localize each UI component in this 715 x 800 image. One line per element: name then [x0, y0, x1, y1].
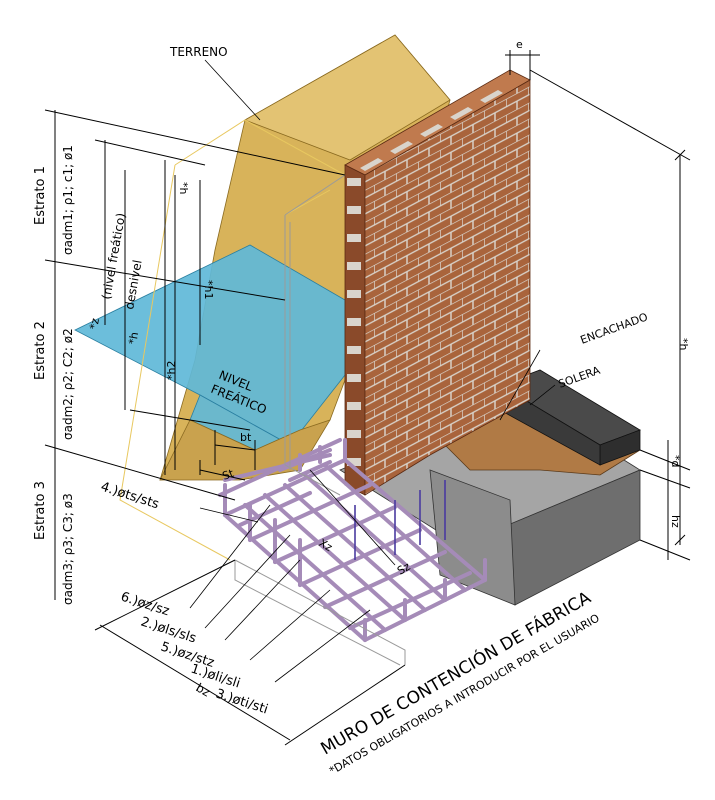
label-hz: hz — [669, 515, 682, 528]
label-h2: *h2 — [165, 361, 178, 380]
diagram-title: MURO DE CONTENCIÓN DE FÁBRICA — [317, 586, 595, 759]
label-params2: σadm2; ρ2; C2; ø2 — [61, 328, 75, 440]
label-r3: 3.)øti/sti — [214, 687, 270, 718]
label-r4: 4.)øts/sts — [99, 480, 161, 513]
label-estrato1: Estrato 1 — [33, 166, 48, 225]
terrain-top-face — [244, 34, 451, 161]
label-sz: Sz — [395, 560, 413, 578]
label-params3: σadm3; ρ3; C3; ø3 — [61, 493, 75, 605]
wall-top-bricks — [360, 90, 503, 171]
label-xz: Xz — [317, 536, 335, 554]
label-bz: bz — [194, 680, 213, 699]
leader-lines — [189, 59, 556, 683]
label-z: *z — [87, 317, 102, 331]
label-h-small: *h — [126, 331, 141, 346]
label-bt: bt — [240, 431, 252, 444]
label-estrato2: Estrato 2 — [33, 321, 48, 380]
wall-wireframe — [234, 174, 406, 666]
wireframe-outline — [119, 119, 346, 561]
label-terreno: TERRENO — [169, 45, 228, 59]
label-d: *d — [669, 455, 682, 467]
label-h-star: *h — [177, 182, 190, 195]
rebar-verticals-blue — [354, 480, 446, 560]
label-estrato3: Estrato 3 — [33, 481, 48, 540]
wall-side-bricks — [347, 178, 361, 466]
dimension-lines — [44, 50, 691, 746]
label-params1: σadm1; ρ1; c1; ø1 — [61, 145, 75, 255]
wall-side — [344, 164, 366, 496]
rebar-cage — [218, 438, 487, 642]
wall-face — [364, 79, 531, 496]
label-encachado: ENCACHADO — [579, 310, 650, 347]
label-h1: *h1 — [202, 280, 215, 299]
label-solera: SOLERA — [557, 364, 603, 391]
label-st: St — [221, 467, 237, 483]
label-nivel-freatico: (nivel freático) — [99, 212, 128, 301]
label-h: *h — [677, 338, 690, 351]
label-e: e — [516, 38, 523, 51]
